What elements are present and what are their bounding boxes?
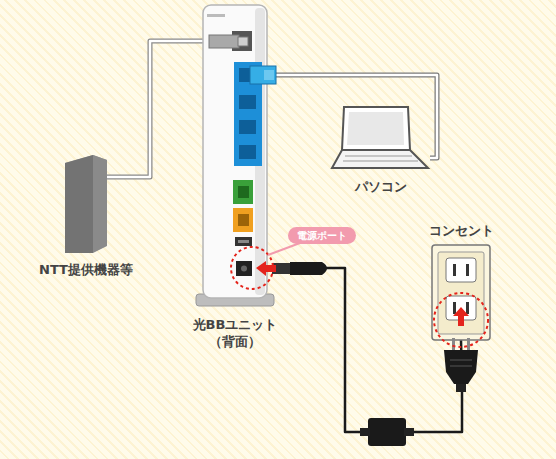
ac-plug [444,307,478,392]
device-label: 光BBユニット （背面） [193,317,278,351]
callout-label: 電源ポート [297,229,347,242]
cable [267,75,437,158]
highlight-circle [231,247,273,289]
router-unit [196,5,276,306]
device-label: コンセント [429,223,494,240]
cable [107,41,203,177]
highlight-circle [434,293,488,347]
ntt-device [65,155,107,253]
device-label: NTT提供機器等 [39,262,133,279]
dc-plug [256,261,327,276]
port-callout: 電源ポート [288,227,356,244]
router-node: 光BBユニット （背面） [203,5,267,298]
device-label: パソコン [355,179,407,196]
ac-adapter [360,418,414,446]
outlet-node: コンセント [432,245,490,340]
device-node: NTT提供機器等 [65,155,107,253]
laptop [332,107,428,168]
laptop-node: パソコン [332,107,430,170]
leader-line [268,243,300,255]
